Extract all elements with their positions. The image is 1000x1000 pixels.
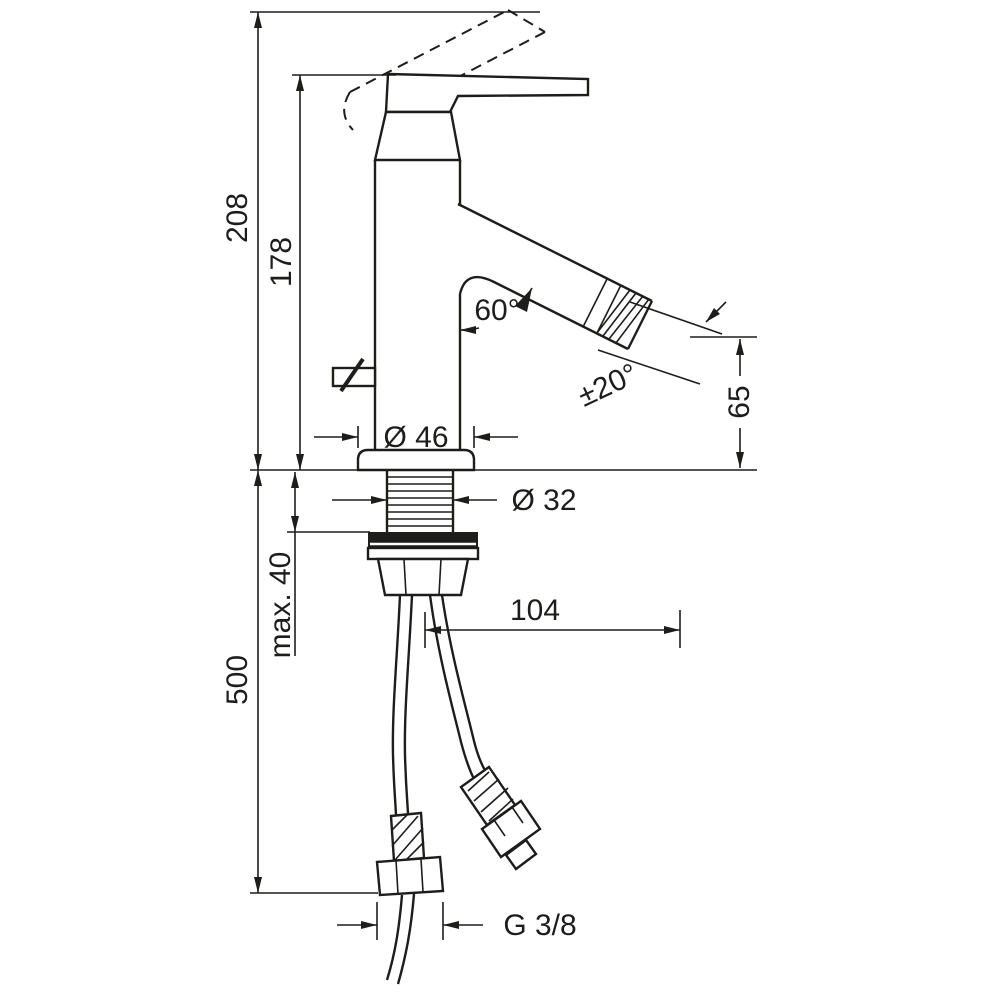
rubber-seal bbox=[368, 532, 478, 548]
label-base-diameter: Ø 46 bbox=[383, 421, 448, 454]
dimension-lines bbox=[250, 11, 757, 940]
dimension-arrows bbox=[254, 12, 744, 929]
aerator-band-edge bbox=[596, 284, 622, 334]
swivel-ray-lower bbox=[597, 349, 701, 385]
hose-connector-nut bbox=[375, 855, 445, 897]
hose-connector-nut bbox=[480, 799, 542, 859]
supply-hose-right bbox=[428, 594, 542, 871]
lever-handle bbox=[384, 72, 590, 114]
angle-arrow-wall bbox=[460, 326, 476, 334]
label-spout-reach: 104 bbox=[510, 594, 560, 627]
hose-tail bbox=[385, 894, 404, 981]
supply-hose-left bbox=[375, 594, 445, 985]
spout-bottom-edge bbox=[458, 275, 629, 351]
pop-up-rod-knob bbox=[331, 357, 377, 393]
metal-washer bbox=[366, 546, 480, 561]
base-flange bbox=[356, 448, 476, 472]
mounting-hardware bbox=[366, 470, 480, 597]
label-connection-thread: G 3/8 bbox=[503, 909, 576, 942]
label-shank-diameter: Ø 32 bbox=[511, 484, 576, 517]
cartridge-cap bbox=[373, 110, 462, 162]
label-outlet-height: 65 bbox=[723, 385, 756, 418]
spout-top-edge bbox=[457, 202, 653, 303]
label-hose-length: 500 bbox=[221, 655, 254, 705]
label-body-height: 178 bbox=[265, 237, 298, 287]
angle-arrow-spout bbox=[515, 288, 532, 312]
mounting-nut bbox=[376, 557, 470, 597]
swivel-arrow bbox=[706, 308, 720, 322]
label-spout-angle: 60° bbox=[474, 294, 519, 327]
label-max-mounting-thickness: max. 40 bbox=[264, 552, 297, 659]
label-swivel-range: ±20° bbox=[573, 357, 643, 413]
faucet-body-outline bbox=[331, 72, 654, 472]
label-total-height: 208 bbox=[221, 193, 254, 243]
shank-threads bbox=[387, 476, 453, 527]
hose-crimp-collar bbox=[389, 811, 426, 863]
hose-connector-tip bbox=[504, 838, 538, 871]
dimension-labels: 208 178 500 max. 40 65 104 Ø 46 Ø 32 G 3… bbox=[221, 193, 756, 942]
aerator-ring bbox=[582, 278, 608, 328]
swivel-ray-upper bbox=[629, 301, 723, 335]
